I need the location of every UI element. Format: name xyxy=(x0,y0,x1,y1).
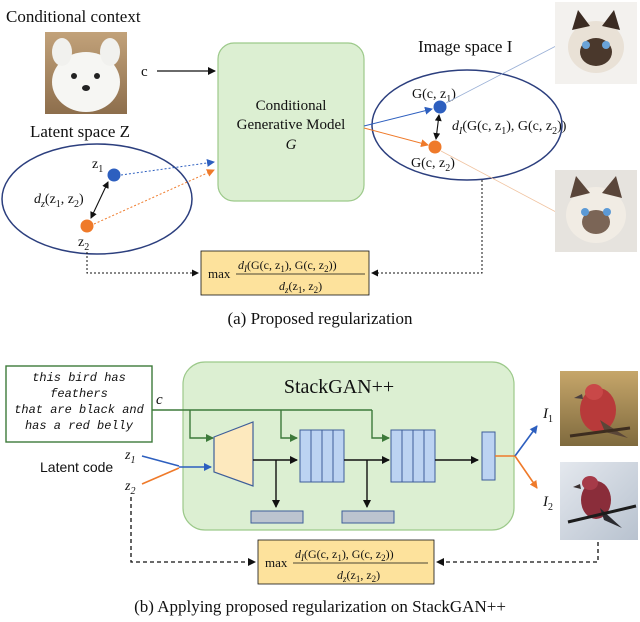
output-to-I1-arrow xyxy=(514,425,538,457)
text-description-box xyxy=(5,365,153,443)
svg-text:dz(z1, z2): dz(z1, z2) xyxy=(279,279,322,295)
outputs-to-formula-b-line xyxy=(436,542,599,566)
image-space-ellipse xyxy=(371,69,563,181)
model-to-gcz1-arrow xyxy=(363,106,433,127)
z1-point xyxy=(107,168,121,182)
bird-image-1 xyxy=(560,371,638,446)
svg-text:dz(z1, z2): dz(z1, z2) xyxy=(337,568,380,584)
dI-label: dI(G(c, z1), G(c, z2)) xyxy=(452,119,567,137)
text-line-3: that are black and xyxy=(14,403,144,417)
text-line-1: this bird has xyxy=(32,371,126,385)
stage1-output-bar xyxy=(250,510,304,524)
text-line-4: has a red belly xyxy=(25,419,134,433)
caption-b: (b) Applying proposed regularization on … xyxy=(134,597,506,616)
z1-to-model-arrow xyxy=(120,159,215,176)
model-symbol: G xyxy=(286,137,297,153)
c-label-a: c xyxy=(141,64,148,80)
dz-arrow xyxy=(90,181,109,219)
condition-to-gen1 xyxy=(189,410,214,442)
bird-image-2 xyxy=(560,462,638,540)
caption-a: (a) Proposed regularization xyxy=(227,309,413,328)
stackgan-label: StackGAN++ xyxy=(284,376,394,398)
I1-label: I1 xyxy=(542,406,553,425)
z2-to-model-arrow xyxy=(93,169,215,225)
c-label-b: c xyxy=(156,392,163,408)
gcz2-to-cat2-line xyxy=(440,150,557,213)
z1-label-b: z1 xyxy=(124,448,135,466)
svg-text:dI(G(c, z1), G(c, z2)): dI(G(c, z1), G(c, z2)) xyxy=(238,258,337,274)
z2-label-b: z2 xyxy=(124,479,135,497)
condition-to-gen2 xyxy=(280,410,298,442)
svg-text:max: max xyxy=(208,266,231,281)
stage1-blocks xyxy=(299,429,345,483)
svg-text:dI(G(c, z1), G(c, z2)): dI(G(c, z1), G(c, z2)) xyxy=(295,547,394,563)
output-to-I2-arrow xyxy=(514,455,538,489)
dI-arrow xyxy=(433,114,442,140)
svg-text:max: max xyxy=(265,555,288,570)
latent-space-ellipse xyxy=(1,143,193,255)
stage1-trapezoid xyxy=(213,421,254,487)
gcz1-label: G(c, z1) xyxy=(412,87,456,105)
z1-label-a: z1 xyxy=(92,157,103,175)
stackgan-box xyxy=(182,361,515,531)
model-label-line1: Conditional xyxy=(256,98,327,114)
gcz1-to-cat1-line xyxy=(445,45,557,104)
cat-image-1 xyxy=(555,2,637,84)
latent-code-label: Latent code xyxy=(40,459,113,475)
stage2-output-bar xyxy=(341,510,395,524)
text-line-2: feathers xyxy=(50,387,108,401)
I2-label: I2 xyxy=(542,494,553,513)
gcz2-point xyxy=(428,140,442,154)
regularization-formula-b: max dI(G(c, z1), G(c, z2)) dz(z1, z2) xyxy=(257,539,435,585)
image-to-formula-a-line xyxy=(371,180,483,277)
dog-image xyxy=(45,32,127,114)
regularization-formula-a: max dI(G(c, z1), G(c, z2)) dz(z1, z2) xyxy=(200,250,370,296)
image-space-label: Image space I xyxy=(418,37,513,56)
output-block xyxy=(481,431,496,481)
model-label-line2: Generative Model xyxy=(237,117,346,133)
z2-label-a: z2 xyxy=(78,235,89,253)
latent-to-formula-a-line xyxy=(86,252,199,277)
conditional-context-label: Conditional context xyxy=(6,7,141,26)
latent-to-formula-b-line xyxy=(130,497,256,566)
stage2-blocks xyxy=(390,429,436,483)
z2-arrow-b xyxy=(141,467,180,485)
latent-space-label: Latent space Z xyxy=(30,122,130,141)
z1-arrow-b xyxy=(141,455,180,467)
z2-point xyxy=(80,219,94,233)
gcz1-point xyxy=(433,100,447,114)
gcz2-label: G(c, z2) xyxy=(411,156,455,174)
condition-to-gen3 xyxy=(371,410,390,442)
cat-image-2 xyxy=(555,170,637,252)
conditional-generative-model-box xyxy=(217,42,365,202)
dz-label: dz(z1, z2) xyxy=(34,192,84,210)
model-to-gcz2-arrow xyxy=(363,127,429,148)
